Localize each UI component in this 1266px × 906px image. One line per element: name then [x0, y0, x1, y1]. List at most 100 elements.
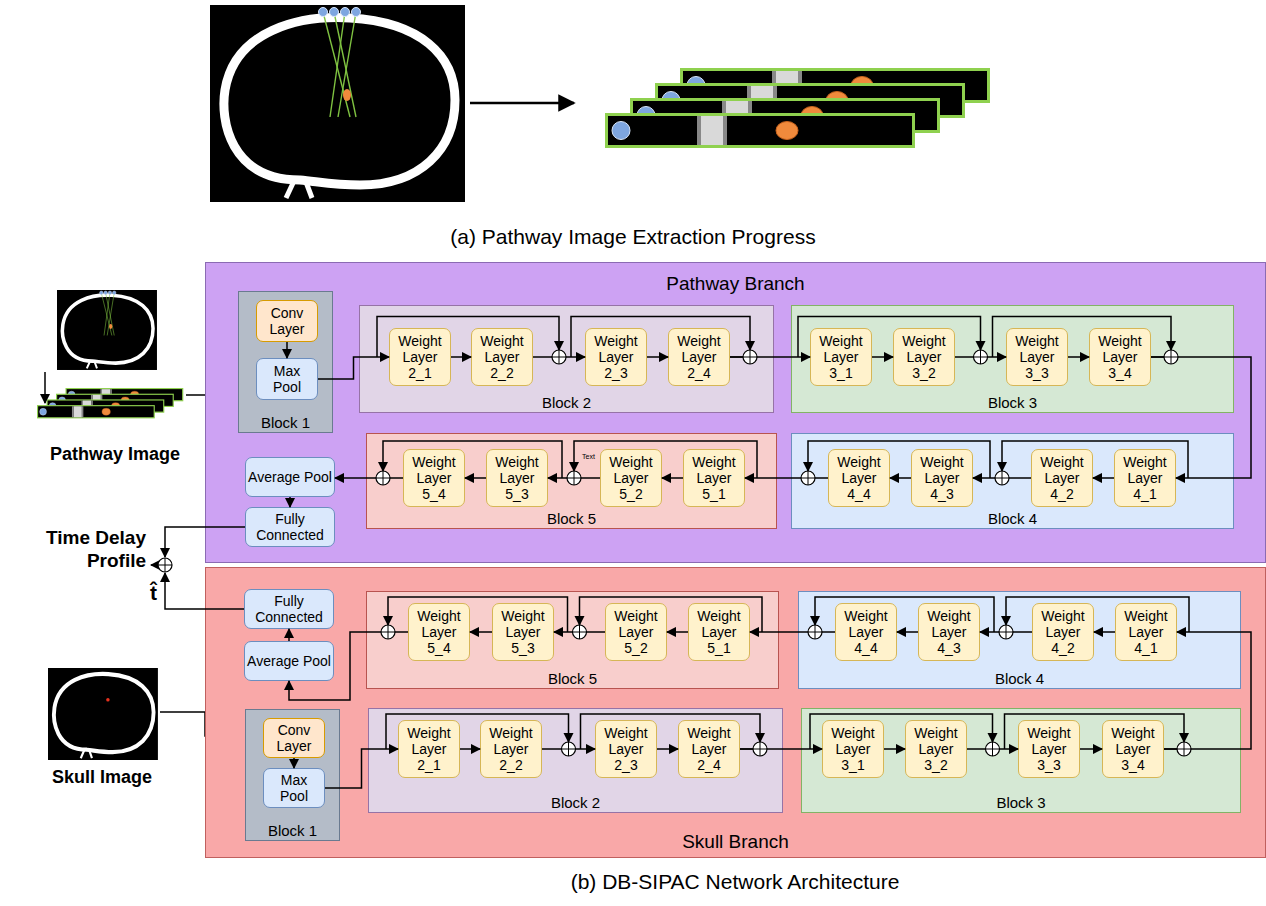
output-line — [165, 527, 245, 557]
node-label: Weight Layer 2_3 — [594, 333, 637, 381]
weight-layer-box: Weight Layer 5_1 — [688, 603, 750, 661]
output-symbol: t̂ — [150, 580, 157, 605]
sum-node — [376, 471, 390, 485]
weight-layer-box: Weight Layer 4_3 — [918, 603, 980, 661]
weight-layer-box: Weight Layer 5_4 — [408, 603, 470, 661]
weight-layer-box: Weight Layer 5_4 — [403, 449, 465, 507]
node-label: Weight Layer 4_1 — [1124, 608, 1167, 656]
group-title: Block 1 — [246, 822, 339, 839]
block-group: Block 1Conv LayerMax Pool — [245, 709, 340, 841]
weight-layer-box: Weight Layer 2_1 — [398, 720, 460, 778]
connector-arrow — [335, 477, 403, 479]
branch-panel: Pathway BranchBlock 1 Conv LayerMax PoolB… — [205, 262, 1266, 563]
weight-layer-box: Weight Layer 2_1 — [389, 328, 451, 386]
block-group: Block 2Weight Layer 2_1Weight Layer 2_2W… — [368, 708, 783, 813]
weight-layer-box: Weight Layer 5_1 — [683, 449, 745, 507]
sum-node — [381, 625, 395, 639]
node-label: Conv Layer — [259, 305, 315, 337]
block-group: Block 3Weight Layer 3_1Weight Layer 3_2W… — [801, 708, 1241, 813]
connector-arrow — [662, 477, 683, 479]
connector-arrow — [657, 748, 678, 750]
node-label: Weight Layer 5_4 — [417, 608, 460, 656]
weight-layer-box: Weight Layer 3_4 — [1089, 328, 1151, 386]
group-title: Block 5 — [367, 510, 776, 527]
weight-layer-box: Weight Layer 2_3 — [585, 328, 647, 386]
node-label: Weight Layer 2_2 — [480, 333, 523, 381]
node-label: Weight Layer 3_2 — [902, 333, 945, 381]
conv-layer-box: Conv Layer — [256, 300, 318, 342]
skip-connection — [571, 317, 750, 358]
node-label: Weight Layer 5_2 — [609, 454, 652, 502]
block-group: Block 4 Weight Layer 4_1 Weight Layer 4_2 W… — [791, 433, 1234, 529]
connector-arrow — [884, 748, 905, 750]
node-label: Weight Layer 4_2 — [1040, 454, 1083, 502]
sum-sign — [743, 350, 757, 364]
layer-box: Max Pool — [263, 768, 325, 808]
sum-sign — [158, 558, 172, 572]
arrow — [470, 102, 574, 105]
group-title: Skull Branch — [206, 831, 1265, 853]
node-label: Weight Layer 4_4 — [837, 454, 880, 502]
input-line — [44, 372, 46, 403]
node-label: Weight Layer 3_4 — [1098, 333, 1141, 381]
output-line — [151, 564, 157, 566]
sum-sign — [808, 625, 822, 639]
group-title: Block 4 — [792, 510, 1233, 527]
skip-connection — [1006, 597, 1189, 632]
skip-connection — [798, 317, 981, 358]
weight-layer-box: Weight Layer 2_2 — [480, 720, 542, 778]
node-label: Weight Layer 5_1 — [692, 454, 735, 502]
caption: (b) DB-SIPAC Network Architecture — [385, 869, 1085, 894]
node-label: Weight Layer 4_4 — [844, 608, 887, 656]
sum-sign — [1177, 742, 1191, 756]
sum-sign — [381, 625, 395, 639]
weight-layer-box: Weight Layer 2_4 — [668, 328, 730, 386]
weight-layer-box: Weight Layer 5_2 — [600, 449, 662, 507]
node-label: Weight Layer 2_1 — [398, 333, 441, 381]
connector-arrow — [1094, 631, 1115, 633]
connector-arrow — [897, 631, 918, 633]
sum-node — [808, 625, 822, 639]
sum-sign — [999, 625, 1013, 639]
weight-layer-box: Weight Layer 4_1 — [1114, 449, 1176, 507]
weight-layer-box: Weight Layer 3_2 — [905, 720, 967, 778]
node-label: Weight Layer 3_1 — [819, 333, 862, 381]
block-group: Block 5Weight Layer 5_1Weight Layer 5_2W… — [366, 591, 779, 689]
node-label: Weight Layer 3_3 — [1027, 725, 1070, 773]
connector-arrow — [289, 632, 408, 700]
sum-sign — [573, 625, 587, 639]
weight-layer-box: Weight Layer 3_1 — [822, 720, 884, 778]
sum-node — [753, 742, 767, 756]
weight-layer-box: Weight Layer 4_4 — [828, 449, 890, 507]
node-label: Weight Layer 4_2 — [1041, 608, 1084, 656]
sum-node — [1164, 350, 1178, 364]
sum-node — [562, 742, 576, 756]
weight-layer-box: Weight Layer 5_3 — [486, 449, 548, 507]
connector-arrow — [293, 758, 295, 768]
node-label: Max Pool — [259, 363, 315, 395]
skip-connection — [815, 597, 994, 632]
group-title: Block 3 — [792, 394, 1233, 411]
skip-connection — [574, 441, 757, 478]
block-group: Block 4Weight Layer 4_1Weight Layer 4_2W… — [798, 591, 1241, 689]
pathway-strips-small — [38, 389, 183, 418]
sum-node — [974, 350, 988, 364]
weight-layer-box: Weight Layer 3_2 — [893, 328, 955, 386]
skip-connection — [383, 441, 562, 478]
node-label: Fully Connected — [247, 593, 331, 625]
group-title: Block 1 — [239, 414, 332, 431]
sum-sign — [995, 471, 1009, 485]
connector-arrow — [647, 356, 668, 358]
node-label: Weight Layer 2_1 — [407, 725, 450, 773]
sum-sign — [376, 471, 390, 485]
node-label: Weight Layer 2_3 — [604, 725, 647, 773]
weight-layer-box: Weight Layer 4_2 — [1032, 603, 1094, 661]
layer-box: Fully Connected — [244, 589, 334, 629]
node-label: Average Pool — [247, 653, 331, 669]
node-label: Weight Layer 3_1 — [831, 725, 874, 773]
skip-connection — [580, 597, 763, 632]
pathway-thumbnail — [57, 290, 157, 370]
group-title: Pathway Branch — [206, 273, 1265, 295]
skip-connection — [1005, 714, 1185, 749]
connector-arrow — [325, 749, 398, 788]
